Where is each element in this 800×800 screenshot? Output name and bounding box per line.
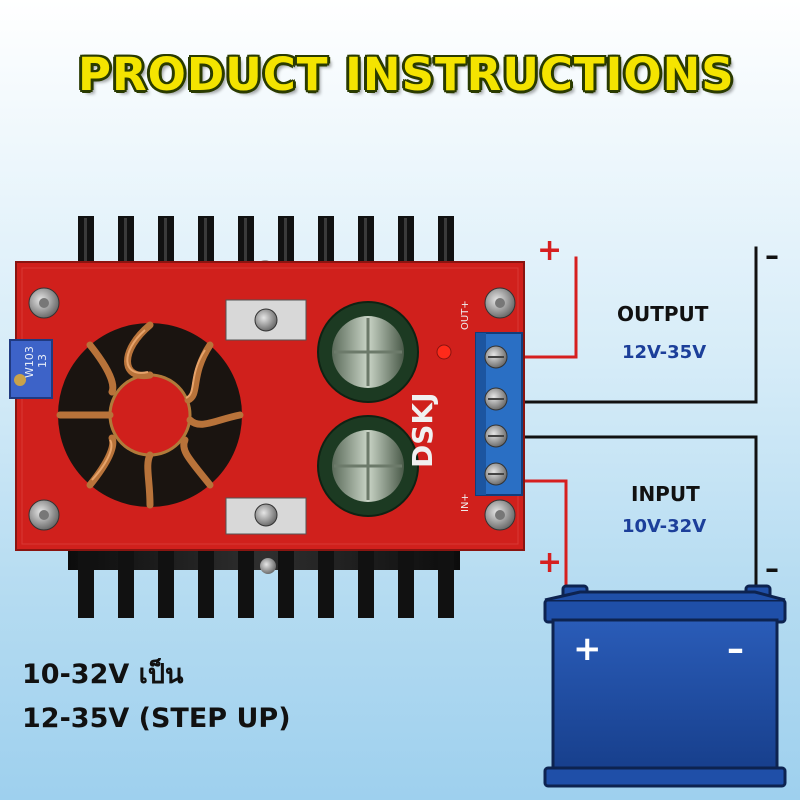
mosfet-top	[225, 299, 307, 341]
pot-marking-2: 13	[36, 354, 49, 368]
terminal-screw	[484, 387, 508, 411]
input-negative-wire	[520, 435, 758, 600]
screw-terminal-block	[475, 332, 523, 496]
input-positive-wire	[520, 479, 568, 600]
output-positive-wire	[520, 256, 578, 359]
terminal-screw	[484, 462, 508, 486]
pcb-board: W103 13	[9, 261, 525, 551]
status-led	[436, 344, 452, 360]
trim-potentiometer: W103 13	[9, 339, 53, 399]
input-negative-sign: –	[765, 552, 779, 585]
input-label: INPUT	[631, 482, 700, 506]
battery-negative-sign: –	[727, 629, 744, 669]
page-title: PRODUCT INSTRUCTIONS	[78, 48, 735, 101]
battery-positive-sign: +	[573, 629, 602, 669]
capacitor-bottom	[317, 415, 419, 517]
diode-bottom	[225, 497, 307, 535]
terminal-screw	[484, 345, 508, 369]
pot-marking: W103	[23, 346, 36, 378]
output-negative-wire	[520, 246, 758, 404]
capacitor-top	[317, 301, 419, 403]
battery-icon	[543, 584, 787, 788]
terminal-out-marking: OUT+	[460, 300, 471, 330]
output-negative-sign: –	[765, 239, 779, 272]
input-positive-sign: +	[537, 545, 563, 580]
brand-marking: DSKJ	[406, 392, 439, 468]
terminal-in-marking: IN+	[460, 493, 471, 512]
output-voltage-range: 12V-35V	[622, 342, 707, 363]
output-positive-sign: +	[537, 233, 563, 268]
toroid-inductor	[56, 321, 244, 509]
caption-line-1: 10-32V เป็น	[22, 659, 184, 690]
caption-line-2: 12-35V (STEP UP)	[22, 703, 291, 734]
input-voltage-range: 10V-32V	[622, 516, 707, 537]
output-label: OUTPUT	[617, 302, 709, 326]
terminal-screw	[484, 424, 508, 448]
wiring	[520, 246, 758, 600]
